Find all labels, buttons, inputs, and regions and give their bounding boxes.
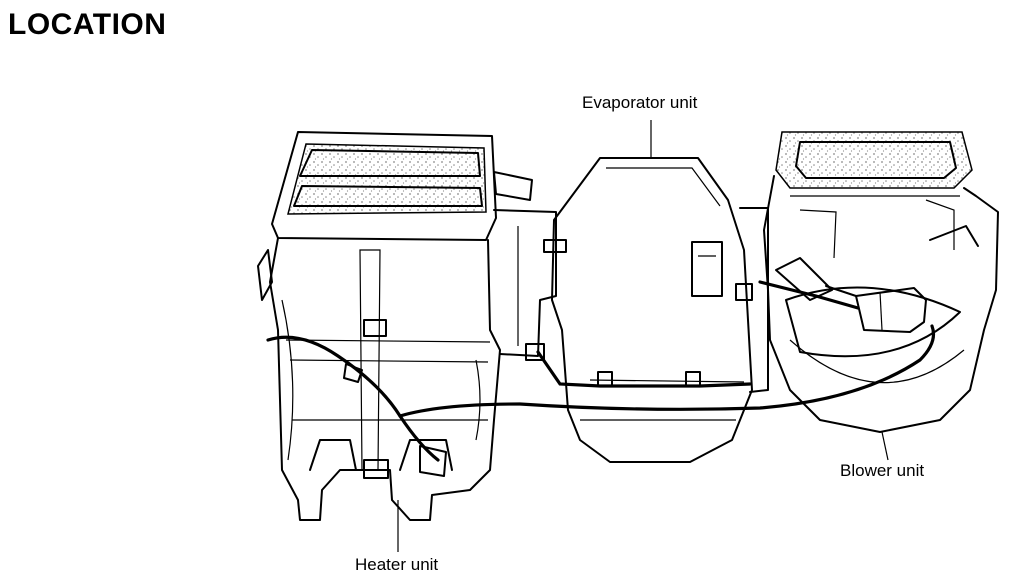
label-blower-unit: Blower unit: [840, 461, 925, 480]
leader-lines: [397, 120, 889, 552]
heater-unit: [257, 131, 533, 521]
label-heater-unit: Heater unit: [355, 555, 439, 574]
evaporator-unit: [493, 157, 769, 463]
page-title: LOCATION: [8, 8, 167, 41]
wiring-harness: [266, 280, 936, 477]
blower-unit: [763, 131, 999, 433]
label-evaporator-unit: Evaporator unit: [582, 93, 698, 112]
